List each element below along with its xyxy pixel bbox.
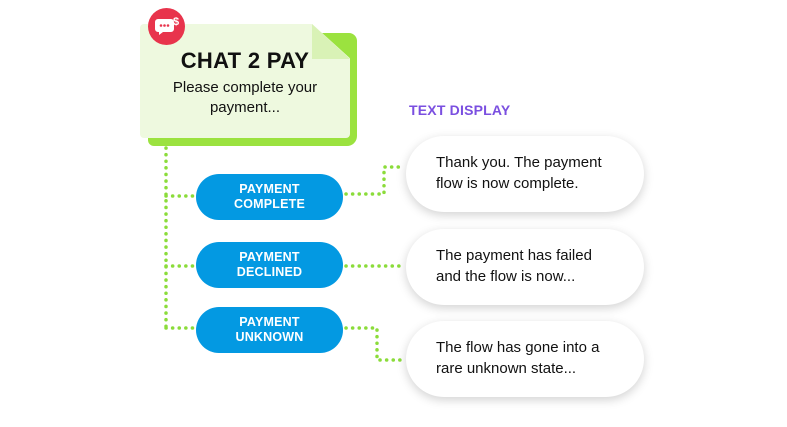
payment-complete-pill: PAYMENT COMPLETE xyxy=(196,174,343,220)
chat-dollar-icon: $ xyxy=(148,8,185,45)
payment-unknown-pill: PAYMENT UNKNOWN xyxy=(196,307,343,353)
pill-label-line2: UNKNOWN xyxy=(235,330,304,344)
message-bubble-complete: Thank you. The payment flow is now compl… xyxy=(406,136,644,212)
pill-label-line2: DECLINED xyxy=(236,265,303,279)
message-line1: Thank you. The payment xyxy=(436,154,602,171)
message-text: Thank you. The payment flow is now compl… xyxy=(436,152,636,194)
pill-label-line1: PAYMENT xyxy=(239,250,300,264)
card-subtitle-line2: payment... xyxy=(209,99,281,116)
link-connector-unknown xyxy=(344,326,406,362)
pill-label-line1: PAYMENT xyxy=(239,315,300,329)
message-line1: The payment has failed xyxy=(436,247,592,264)
message-line2: flow is now complete. xyxy=(436,175,579,192)
card-subtitle-line1: Please complete your xyxy=(172,79,318,96)
message-bubble-unknown: The flow has gone into a rare unknown st… xyxy=(406,321,644,397)
card-title: CHAT 2 PAY xyxy=(180,48,310,73)
pill-label-line2: COMPLETE xyxy=(233,197,306,211)
message-bubble-declined: The payment has failed and the flow is n… xyxy=(406,229,644,305)
payment-declined-pill: PAYMENT DECLINED xyxy=(196,242,343,288)
message-line2: rare unknown state... xyxy=(436,360,577,377)
message-line2: and the flow is now... xyxy=(436,268,576,285)
message-text: The payment has failed and the flow is n… xyxy=(436,245,636,287)
message-text: The flow has gone into a rare unknown st… xyxy=(436,337,636,379)
message-line1: The flow has gone into a xyxy=(436,339,600,356)
pill-label-line1: PAYMENT xyxy=(239,182,300,196)
text-display-label: TEXT DISPLAY xyxy=(409,102,511,118)
link-connector-complete xyxy=(344,165,406,196)
card-subtitle: Please complete your payment... xyxy=(150,78,340,118)
svg-text:$: $ xyxy=(173,16,179,28)
